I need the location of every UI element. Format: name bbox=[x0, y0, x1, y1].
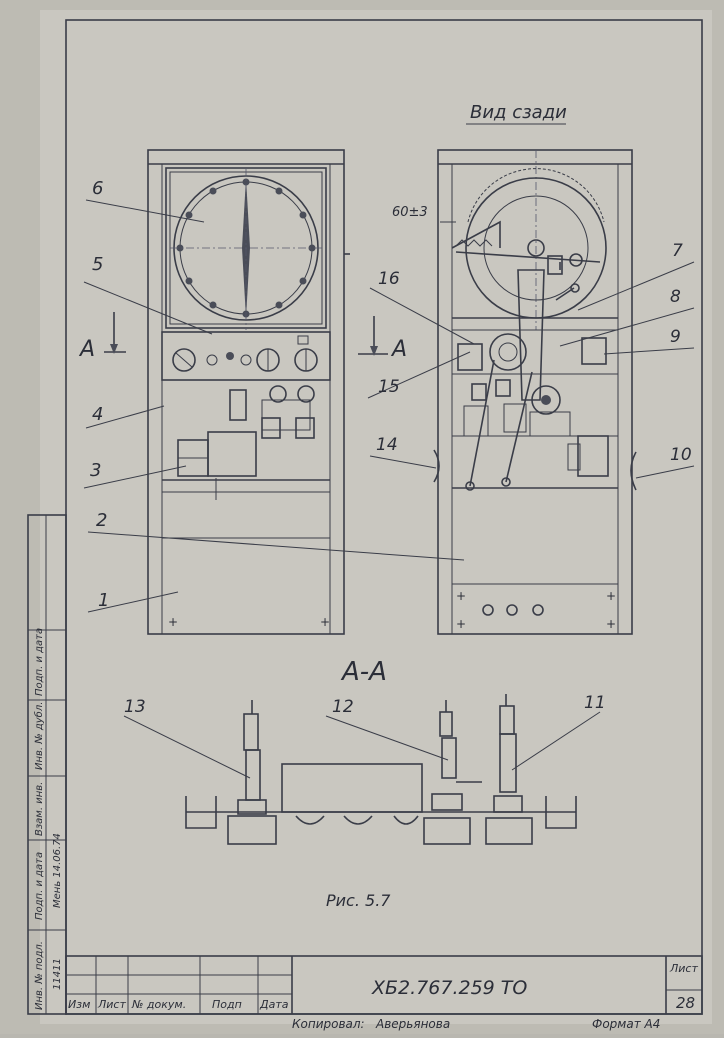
callout-13: 13 bbox=[124, 697, 146, 717]
callout-4: 4 bbox=[92, 404, 103, 425]
front-view: + + bbox=[147, 149, 350, 635]
side-field-vzam: Взам. инв. bbox=[34, 782, 45, 836]
dimension-label: 60±3 bbox=[392, 205, 428, 220]
side-inv-number: 11411 bbox=[52, 958, 63, 990]
col-izm: Изм bbox=[68, 998, 90, 1011]
section-mark-left: А bbox=[78, 312, 126, 362]
section-a-a: А-А bbox=[185, 657, 577, 845]
callout-11: 11 bbox=[584, 693, 606, 713]
callout-12: 12 bbox=[332, 697, 354, 717]
col-sign: Подп bbox=[212, 998, 242, 1011]
sheet-label: Лист bbox=[669, 962, 698, 975]
svg-text:+: + bbox=[456, 617, 466, 631]
callout-1: 1 bbox=[98, 590, 109, 611]
callout-14: 14 bbox=[376, 435, 398, 455]
callout-8: 8 bbox=[670, 287, 681, 307]
callout-15: 15 bbox=[378, 377, 400, 397]
callout-9: 9 bbox=[670, 327, 681, 347]
svg-text:+: + bbox=[320, 615, 330, 629]
side-stamp: Инв. № подл. Подп. и дата Взам. инв. Инв… bbox=[28, 628, 66, 1010]
section-mark-right: А bbox=[358, 316, 407, 362]
svg-text:+: + bbox=[456, 589, 466, 603]
section-mark-left-label: А bbox=[78, 337, 95, 362]
callout-3: 3 bbox=[90, 460, 101, 481]
copier-name: Аверьянова bbox=[375, 1017, 450, 1031]
sheet-number: 28 bbox=[676, 994, 695, 1012]
svg-text:+: + bbox=[606, 617, 616, 631]
figure-caption: Рис. 5.7 bbox=[326, 891, 391, 910]
section-callouts: 13 12 11 bbox=[123, 693, 606, 779]
front-callouts: 6 5 4 3 2 1 bbox=[83, 178, 465, 613]
svg-text:+: + bbox=[168, 615, 178, 629]
section-label: А-А bbox=[340, 657, 387, 687]
side-signature: Мень 14.06.74 bbox=[52, 833, 63, 908]
footer: Копировал: Аверьянова Формат А4 bbox=[292, 1017, 660, 1031]
side-field-inv-podl: Инв. № подл. bbox=[34, 941, 45, 1010]
copied-label: Копировал: bbox=[292, 1017, 365, 1031]
section-mark-right-label: А bbox=[390, 337, 407, 362]
format-label: Формат А4 bbox=[592, 1017, 660, 1031]
title-block: Изм Лист № докум. Подп Дата ХБ2.767.259 … bbox=[65, 955, 703, 1015]
col-date: Дата bbox=[259, 998, 289, 1011]
callout-2: 2 bbox=[96, 510, 107, 531]
callout-6: 6 bbox=[92, 178, 103, 199]
svg-text:+: + bbox=[606, 589, 616, 603]
col-list: Лист bbox=[97, 998, 126, 1011]
view-label: Вид сзади bbox=[470, 102, 567, 123]
callout-10: 10 bbox=[670, 445, 692, 465]
callout-7: 7 bbox=[672, 241, 683, 261]
doc-number: ХБ2.767.259 ТО bbox=[371, 977, 527, 999]
back-callouts: 16 15 14 7 8 9 10 bbox=[367, 241, 695, 479]
dial bbox=[170, 168, 322, 330]
col-doc: № докум. bbox=[131, 998, 186, 1011]
callout-16: 16 bbox=[378, 269, 400, 289]
callout-5: 5 bbox=[92, 254, 103, 275]
side-field-inv-dubl: Инв. № дубл. bbox=[33, 702, 45, 770]
side-field-date-2: Подп. и дата bbox=[34, 628, 45, 696]
side-field-date-1: Подп. и дата bbox=[34, 852, 45, 920]
